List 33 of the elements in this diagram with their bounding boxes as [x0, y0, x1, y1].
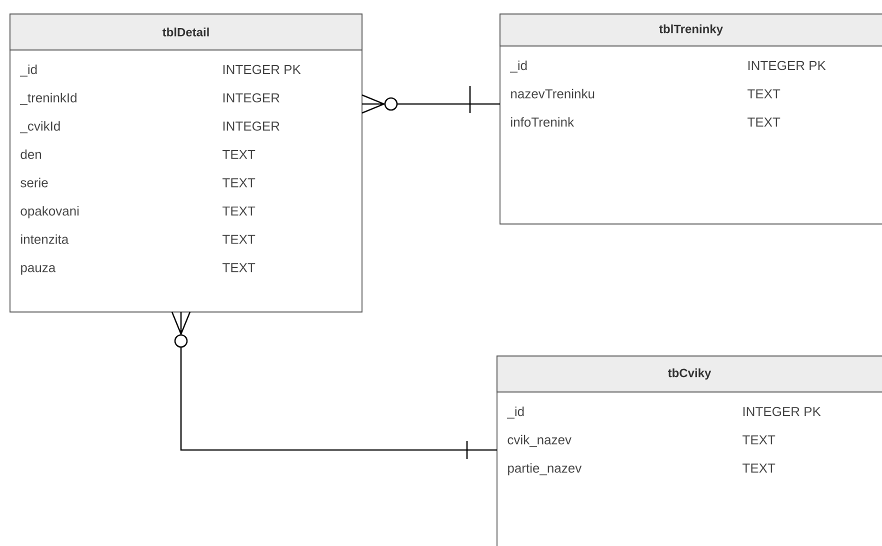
field-name: intenzita	[21, 234, 69, 244]
field-type: TEXT	[222, 178, 256, 188]
field-name: partie_nazev	[508, 463, 582, 476]
field-type: TEXT	[222, 206, 256, 216]
relationship-line	[361, 85, 501, 114]
field-name: _id	[507, 406, 524, 419]
field-name: _cvikId	[20, 121, 60, 134]
relationship-line	[171, 311, 498, 460]
field-type: INTEGER	[223, 122, 280, 131]
field-name: pauza	[21, 265, 56, 275]
field-type: TEXT	[742, 464, 776, 473]
field-type: INTEGER PK	[743, 406, 821, 416]
field-name: infoTrenink	[511, 117, 574, 127]
field-name: _id	[510, 60, 527, 73]
table-box: tblTreninky _id INTEGER PK nazevTreninku TEXT infoTrenink TEXT	[500, 14, 882, 224]
field-type: TEXT	[748, 118, 780, 127]
field-name: _treninkId	[20, 92, 76, 105]
field-name: nazevTreninku	[511, 88, 594, 98]
table-box: tbCviky _id INTEGER PK cvik_nazev TEXT partie_nazev TEXT	[496, 356, 882, 546]
field-type: INTEGER PK	[223, 64, 301, 74]
field-name: _id	[20, 64, 37, 77]
field-type: INTEGER	[223, 93, 280, 102]
field-name: den	[20, 149, 42, 160]
field-name: opakovani	[20, 206, 79, 218]
field-type: INTEGER PK	[748, 60, 826, 70]
field-type: TEXT	[748, 89, 780, 98]
field-type: TEXT	[222, 150, 256, 159]
table-box: tblDetail _id INTEGER PK _treninkId INTEGER _cvikId INTEGER den TEXT serie TEXT opakovani TEXT intenzita TEXT pauza TEXT	[10, 14, 362, 312]
field-name: cvik_nazev	[508, 434, 572, 447]
field-type: TEXT	[222, 263, 256, 272]
field-type: TEXT	[222, 234, 256, 244]
field-type: TEXT	[742, 435, 776, 444]
field-name: serie	[20, 178, 48, 188]
